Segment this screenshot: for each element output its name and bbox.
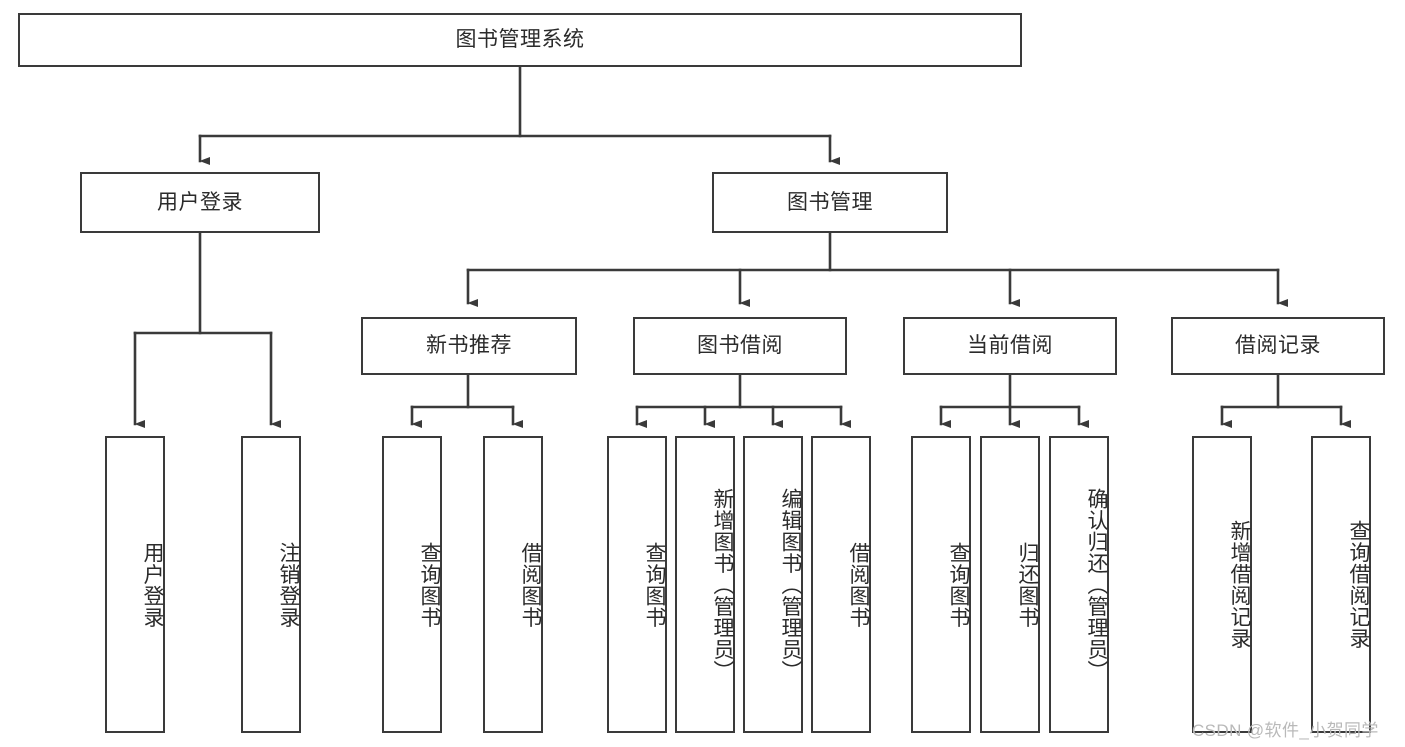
node-leaf-confirm-return[interactable]: 确认归还（管理员） bbox=[1049, 436, 1109, 733]
node-borrow-record-label: 借阅记录 bbox=[1235, 334, 1321, 358]
node-leaf-borrow-book-2-label: 借阅图书 bbox=[847, 541, 870, 628]
node-current-borrow[interactable]: 当前借阅 bbox=[903, 317, 1117, 375]
node-leaf-add-record[interactable]: 新增借阅记录 bbox=[1192, 436, 1252, 733]
node-book-manage-label: 图书管理 bbox=[787, 190, 873, 214]
node-current-borrow-label: 当前借阅 bbox=[967, 334, 1053, 358]
node-book-manage[interactable]: 图书管理 bbox=[712, 172, 948, 233]
node-root-label: 图书管理系统 bbox=[455, 28, 585, 52]
node-user-login-label: 用户登录 bbox=[157, 190, 243, 214]
node-leaf-borrow-book-1-label: 借阅图书 bbox=[519, 541, 542, 628]
node-leaf-user-login[interactable]: 用户登录 bbox=[105, 436, 165, 733]
node-book-borrow-label: 图书借阅 bbox=[697, 334, 783, 358]
node-leaf-return-book[interactable]: 归还图书 bbox=[980, 436, 1040, 733]
node-leaf-edit-book-label: 编辑图书（管理员） bbox=[779, 487, 802, 682]
node-leaf-logout[interactable]: 注销登录 bbox=[241, 436, 301, 733]
node-leaf-query-book-1[interactable]: 查询图书 bbox=[382, 436, 442, 733]
node-leaf-add-book[interactable]: 新增图书（管理员） bbox=[675, 436, 735, 733]
node-leaf-query-book-1-label: 查询图书 bbox=[418, 541, 441, 628]
node-leaf-borrow-book-1[interactable]: 借阅图书 bbox=[483, 436, 543, 733]
node-user-login[interactable]: 用户登录 bbox=[80, 172, 320, 233]
node-leaf-user-login-label: 用户登录 bbox=[141, 541, 164, 628]
node-leaf-query-record-label: 查询借阅记录 bbox=[1347, 520, 1370, 649]
node-root[interactable]: 图书管理系统 bbox=[18, 13, 1022, 67]
csdn-watermark: CSDN @软件_小贺同学 bbox=[1192, 721, 1379, 740]
node-new-book-recommend[interactable]: 新书推荐 bbox=[361, 317, 577, 375]
node-leaf-logout-label: 注销登录 bbox=[277, 541, 300, 628]
node-leaf-return-book-label: 归还图书 bbox=[1016, 541, 1039, 628]
node-leaf-borrow-book-2[interactable]: 借阅图书 bbox=[811, 436, 871, 733]
node-book-borrow[interactable]: 图书借阅 bbox=[633, 317, 847, 375]
node-leaf-query-record[interactable]: 查询借阅记录 bbox=[1311, 436, 1371, 733]
node-leaf-add-book-label: 新增图书（管理员） bbox=[711, 487, 734, 682]
node-leaf-edit-book[interactable]: 编辑图书（管理员） bbox=[743, 436, 803, 733]
node-leaf-query-book-3-label: 查询图书 bbox=[947, 541, 970, 628]
node-borrow-record[interactable]: 借阅记录 bbox=[1171, 317, 1385, 375]
node-leaf-query-book-2-label: 查询图书 bbox=[643, 541, 666, 628]
node-leaf-add-record-label: 新增借阅记录 bbox=[1228, 520, 1251, 649]
node-new-book-recommend-label: 新书推荐 bbox=[426, 334, 512, 358]
node-leaf-query-book-3[interactable]: 查询图书 bbox=[911, 436, 971, 733]
node-leaf-confirm-return-label: 确认归还（管理员） bbox=[1085, 487, 1108, 682]
node-leaf-query-book-2[interactable]: 查询图书 bbox=[607, 436, 667, 733]
